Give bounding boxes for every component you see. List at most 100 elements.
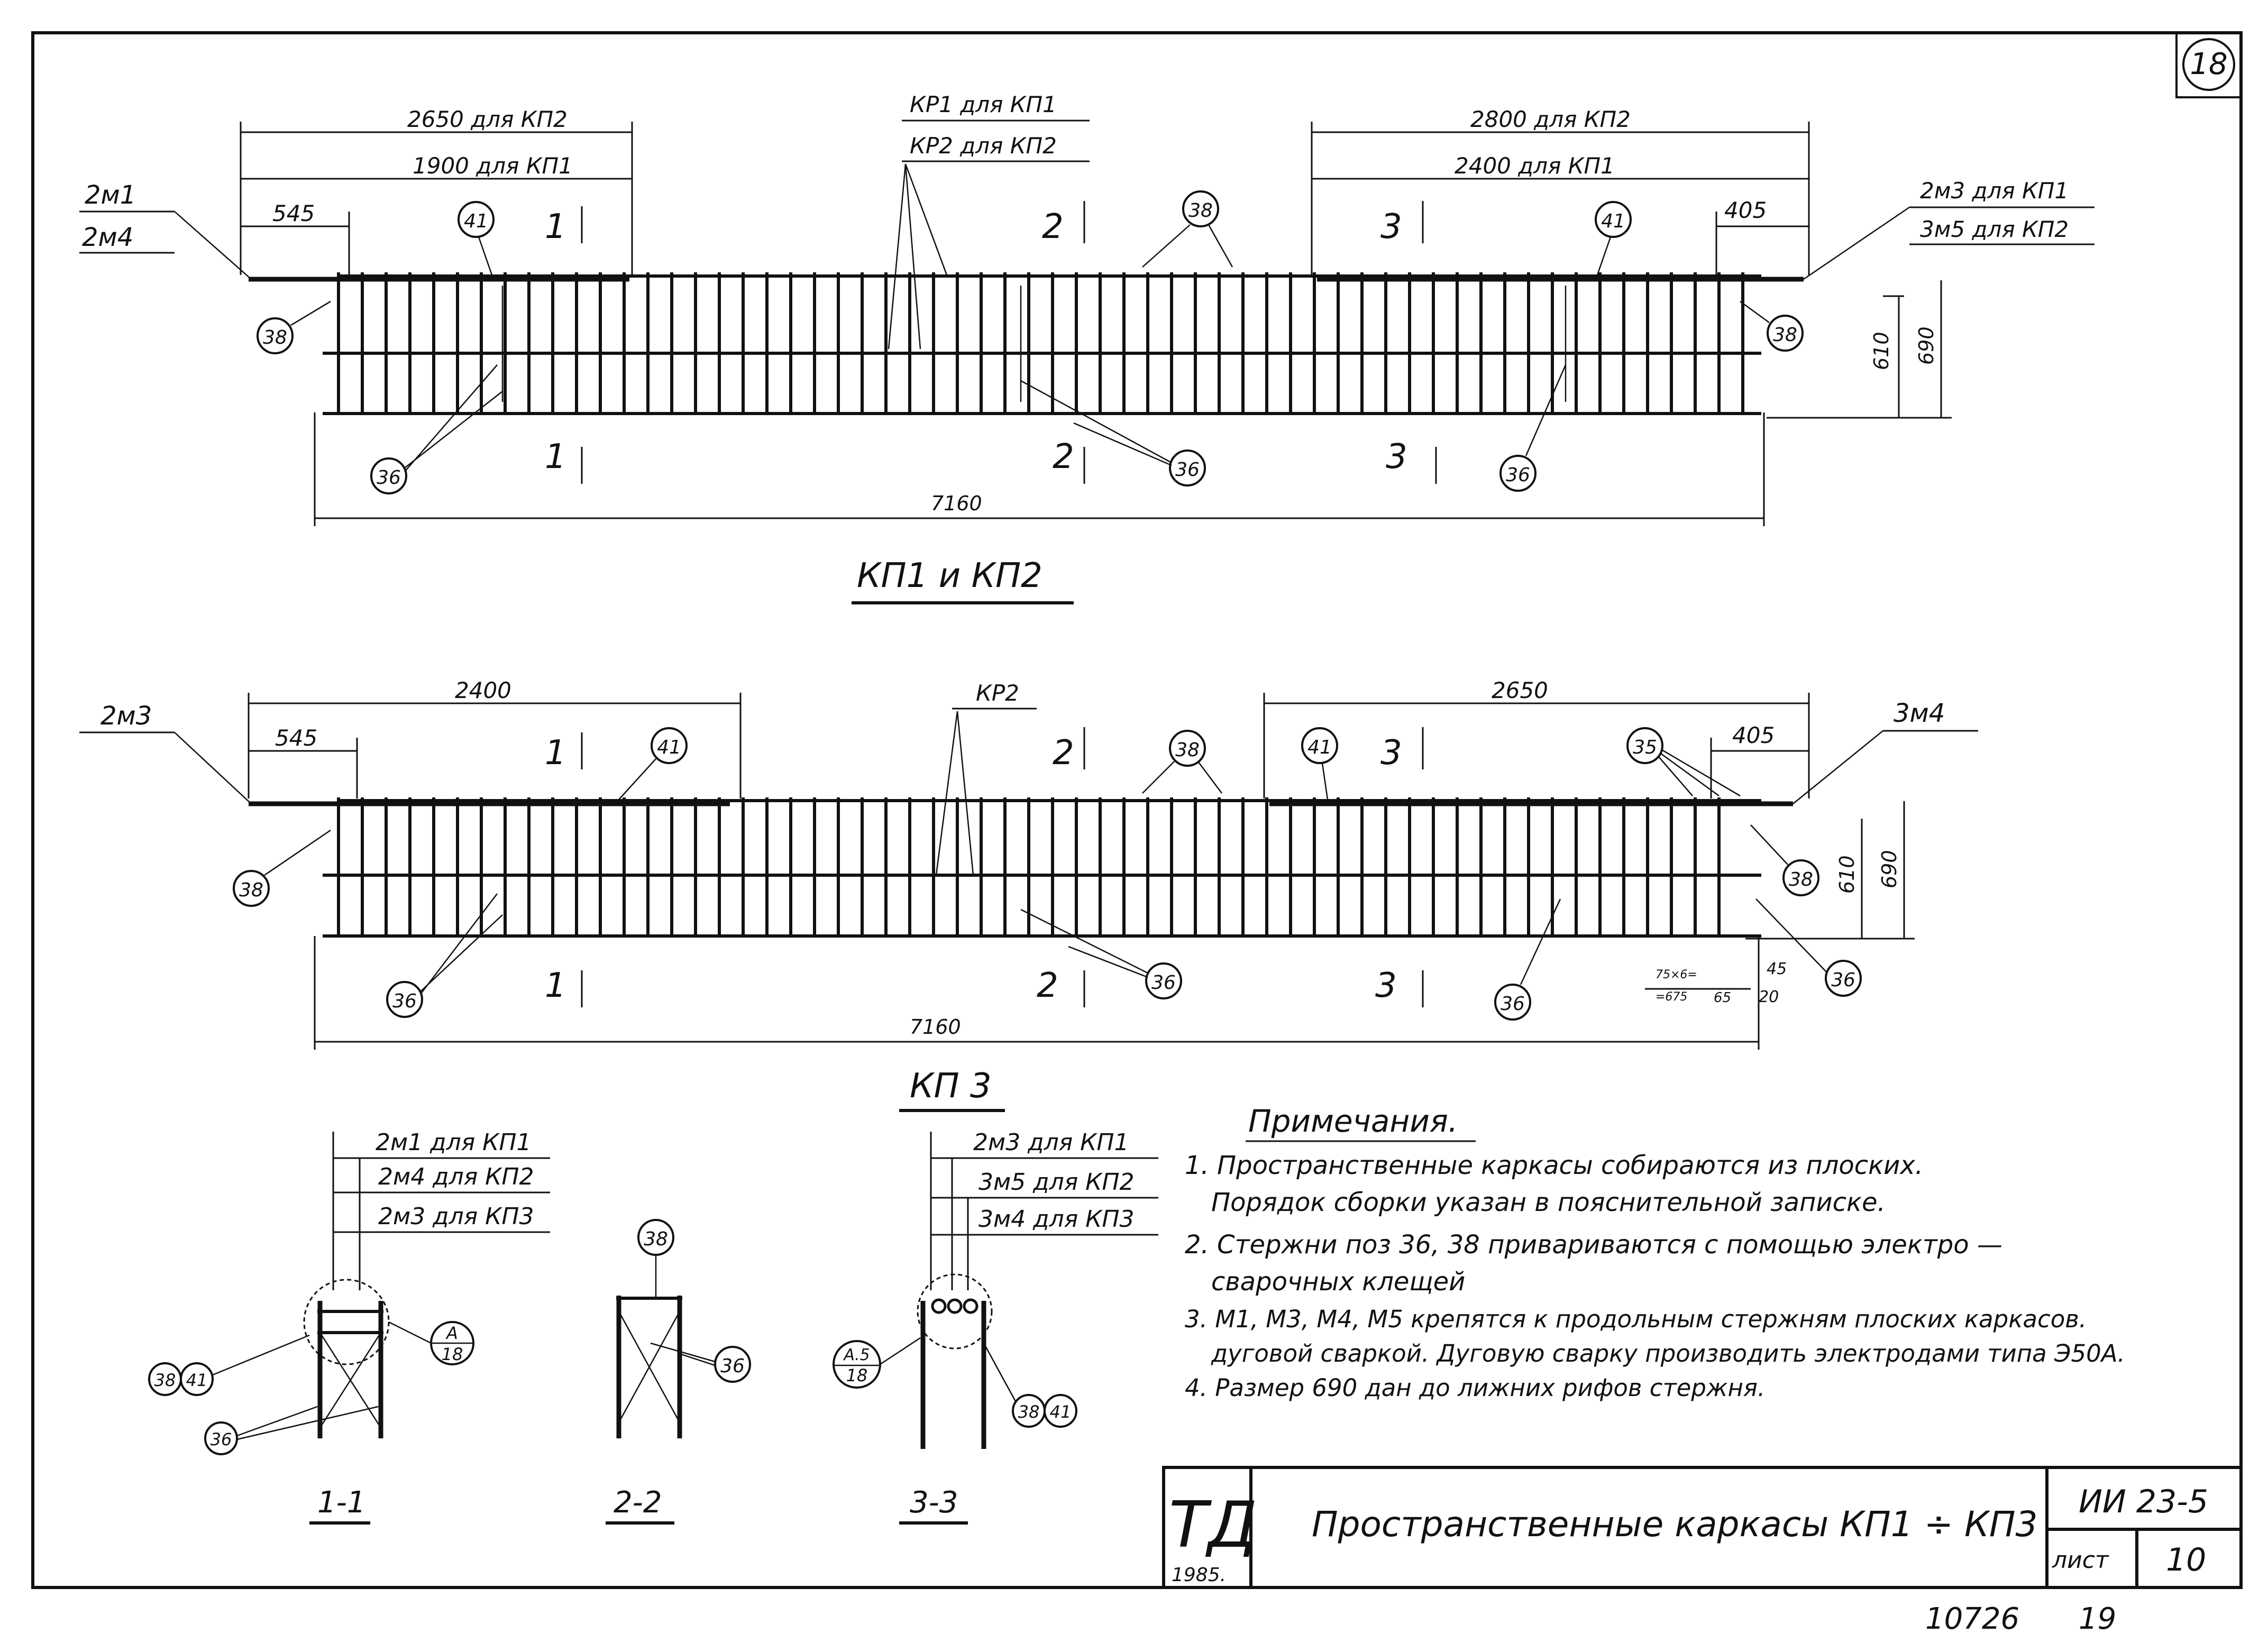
v2-dim-610: 610 xyxy=(1835,855,1859,894)
s1-ref-a: А xyxy=(445,1323,458,1343)
s3-title: 3-3 xyxy=(910,1485,958,1520)
titleblock-sheet-label: лист xyxy=(2052,1547,2109,1574)
s2-pos38-top: 38 xyxy=(644,1228,668,1250)
titleblock-logo: ТД xyxy=(1169,1489,1257,1562)
v2-label-3m4: 3м4 xyxy=(1894,699,1945,728)
v1-label-2m3-kp1: 2м3 для КП1 xyxy=(1920,178,2069,204)
note-3b: дуговой сваркой. Дуговую сварку производ… xyxy=(1211,1339,2125,1367)
v2-callout-36-center: 36 xyxy=(1020,908,1182,999)
notes-block: Примечания. 1. Пространственные каркасы … xyxy=(1185,1103,2125,1402)
v2-callout-36-mid-right: 36 xyxy=(1494,898,1561,1021)
v1-vertical-bars xyxy=(337,272,1744,415)
svg-text:38: 38 xyxy=(1773,324,1797,346)
v2-section-3-top: 3 xyxy=(1380,733,1402,773)
s1-ref-sheet: 18 xyxy=(442,1344,463,1364)
svg-text:38: 38 xyxy=(263,327,287,348)
v1-section-1-top: 1 xyxy=(545,207,566,246)
v2-label-2m3: 2м3 xyxy=(100,701,152,731)
titleblock-title: Пространственные каркасы КП1 ÷ КП3 xyxy=(1312,1504,2037,1545)
v1-section-3-top: 3 xyxy=(1380,207,1402,246)
s3-label-a: 2м3 для КП1 xyxy=(973,1129,1129,1156)
v1-dim-1900: 1900 для КП1 xyxy=(413,153,573,179)
svg-text:41: 41 xyxy=(464,210,488,232)
note-1b: Порядок сборки указан в пояснительной за… xyxy=(1211,1188,1886,1217)
v2-dim-7160: 7160 xyxy=(910,1015,961,1039)
v2-title: КП 3 xyxy=(910,1067,992,1106)
svg-text:36: 36 xyxy=(392,990,417,1012)
svg-text:38: 38 xyxy=(1188,200,1213,222)
titleblock-year: 1985. xyxy=(1172,1564,1226,1586)
notes-title: Примечания. xyxy=(1248,1103,1458,1139)
svg-text:36: 36 xyxy=(1506,464,1530,486)
svg-text:38: 38 xyxy=(1175,739,1200,761)
v1-label-2m1: 2м1 xyxy=(85,180,136,210)
v2-callout-35: 35 xyxy=(1626,727,1741,797)
v2-callout-36-right: 36 xyxy=(1755,898,1862,997)
note-1a: 1. Пространственные каркасы собираются и… xyxy=(1185,1151,1923,1180)
s1-pos41: 41 xyxy=(186,1370,208,1390)
view-kp1-kp2: 2650 для КП2 1900 для КП1 545 2800 для К… xyxy=(79,91,2095,604)
v1-dim-610: 610 xyxy=(1870,332,1893,370)
v2-dim-2650: 2650 xyxy=(1492,677,1548,703)
v1-dim-2400: 2400 для КП1 xyxy=(1455,153,1615,179)
v1-section-2-bottom: 2 xyxy=(1053,437,1074,476)
v1-callout-38-center: 38 xyxy=(1142,190,1233,268)
v2-callout-41-left: 41 xyxy=(618,727,688,800)
v1-label-kr1: КР1 для КП1 xyxy=(910,91,1057,117)
s3-pos38: 38 xyxy=(1018,1402,1040,1422)
s3-pos41: 41 xyxy=(1050,1402,1072,1422)
sheet-number-badge: 18 xyxy=(2175,32,2242,98)
v1-dim-690: 690 xyxy=(1915,326,1938,365)
v2-dim-45: 45 xyxy=(1767,960,1787,978)
note-2b: сварочных клещей xyxy=(1211,1267,1465,1297)
s1-pos36: 36 xyxy=(211,1429,232,1449)
v1-section-2-top: 2 xyxy=(1042,207,1064,246)
v2-label-kr2: КР2 xyxy=(976,680,1019,706)
v1-callout-38-right: 38 xyxy=(1740,300,1804,352)
v2-callout-38-left: 38 xyxy=(233,829,331,907)
v1-dim-545: 545 xyxy=(272,200,315,226)
view-kp3: 2400 545 2650 405 7160 610 690 75×6= =67… xyxy=(79,677,1978,1112)
svg-text:36: 36 xyxy=(377,467,401,489)
v1-callout-36-right: 36 xyxy=(1499,364,1567,492)
s1-label-c: 2м3 для КП3 xyxy=(378,1203,534,1230)
svg-text:38: 38 xyxy=(1789,869,1813,891)
footer-number: 10726 xyxy=(1925,1602,2019,1636)
section-2-2: 38 36 2-2 xyxy=(606,1219,751,1525)
v2-section-1-bottom: 1 xyxy=(545,966,566,1005)
titleblock-code: ИИ 23-5 xyxy=(2079,1483,2208,1520)
v1-callout-36-center: 36 xyxy=(1020,380,1206,487)
section-1-1: 2м1 для КП1 2м4 для КП2 2м3 для КП3 А 18… xyxy=(148,1129,550,1525)
v2-vertical-bars xyxy=(337,797,1721,937)
footer-page: 19 xyxy=(2079,1602,2116,1636)
title-block: ТД 1985. Пространственные каркасы КП1 ÷ … xyxy=(1162,1466,2243,1589)
svg-text:35: 35 xyxy=(1633,737,1657,758)
s1-pos38: 38 xyxy=(154,1370,176,1390)
note-3a: 3. М1, М3, М4, М5 крепятся к продольным … xyxy=(1185,1305,2087,1333)
s3-ref-sheet: 18 xyxy=(846,1365,868,1385)
v1-label-2m4: 2м4 xyxy=(82,223,133,252)
s1-label-a: 2м1 для КП1 xyxy=(376,1129,532,1156)
svg-text:41: 41 xyxy=(1307,737,1332,758)
svg-text:36: 36 xyxy=(1175,459,1200,481)
v1-callout-41-right: 41 xyxy=(1595,201,1632,276)
sheet-number: 18 xyxy=(2190,47,2227,81)
v2-dim-2400: 2400 xyxy=(455,677,511,703)
titleblock-sheet-value: 10 xyxy=(2166,1541,2206,1578)
s1-label-b: 2м4 для КП2 xyxy=(378,1163,534,1190)
s2-pos36: 36 xyxy=(720,1355,745,1377)
v2-section-2-bottom: 2 xyxy=(1037,966,1058,1005)
v1-callout-41-left: 41 xyxy=(458,201,495,276)
v2-callout-38-right: 38 xyxy=(1750,824,1819,896)
v1-label-kr2: КР2 для КП2 xyxy=(910,133,1057,159)
v2-dim-405: 405 xyxy=(1732,722,1775,748)
svg-text:36: 36 xyxy=(1151,972,1176,994)
v2-section-1-top: 1 xyxy=(545,733,566,773)
s3-label-b: 3м5 для КП2 xyxy=(978,1169,1135,1196)
note-4: 4. Размер 690 дан до лижних рифов стержн… xyxy=(1185,1374,1765,1402)
v2-section-2-top: 2 xyxy=(1053,733,1074,773)
svg-text:36: 36 xyxy=(1831,969,1855,991)
v2-dim-690: 690 xyxy=(1878,850,1901,888)
v1-callout-36-left: 36 xyxy=(370,364,503,494)
